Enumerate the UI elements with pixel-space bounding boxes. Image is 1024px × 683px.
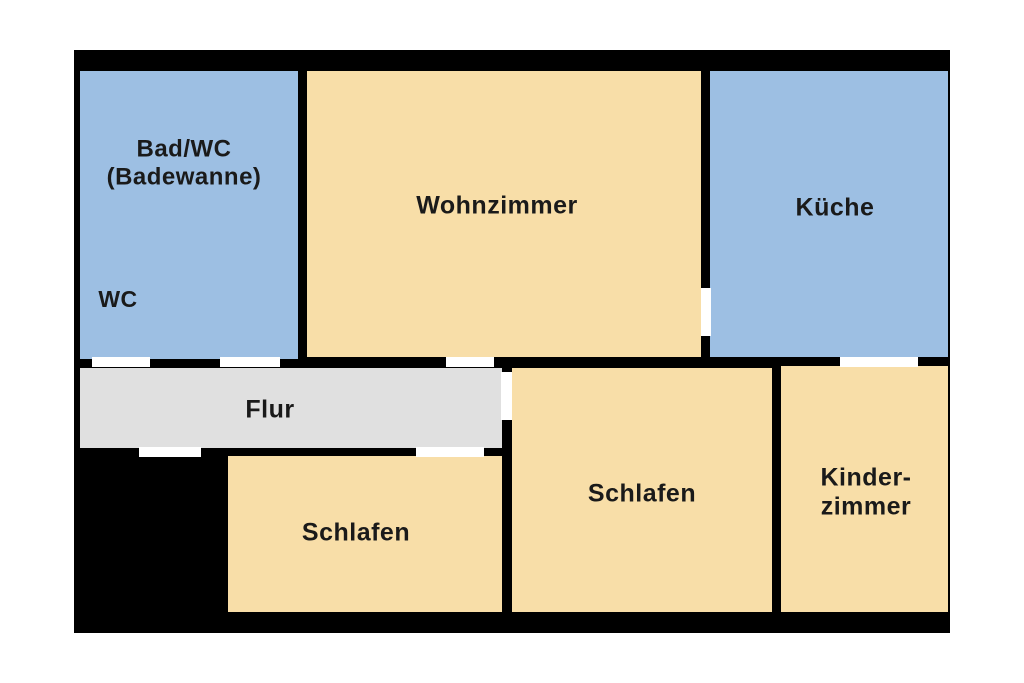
door-wohnzimmer-kueche [701, 288, 711, 336]
room-label-schlafen-center: Schlafen [587, 479, 697, 508]
room-flur [80, 368, 502, 448]
room-schlafen-center [512, 368, 772, 612]
door-kinderzimmer [840, 357, 918, 367]
room-label-bad-wc: Bad/WC (Badewanne) [106, 135, 262, 190]
door-schlafen-center [501, 372, 512, 420]
door-bad-wc [220, 357, 280, 367]
room-label-kueche: Küche [795, 193, 875, 222]
floor-plan: Bad/WC (Badewanne) WC Wohnzimmer Küche F… [74, 50, 950, 633]
room-label-schlafen-left: Schlafen [301, 518, 411, 547]
door-flur-left [92, 357, 150, 367]
room-schlafen-left [228, 456, 502, 612]
door-wohnzimmer [446, 357, 494, 367]
room-kinderzimmer [781, 366, 948, 612]
door-schlafen-left [416, 447, 484, 457]
room-label-kinderzimmer: Kinder- zimmer [820, 463, 912, 520]
room-wohnzimmer [307, 71, 701, 357]
room-wc [80, 242, 162, 359]
room-label-flur: Flur [245, 395, 295, 424]
door-flur-bottom [139, 447, 201, 457]
room-label-wohnzimmer: Wohnzimmer [416, 191, 578, 220]
room-label-wc: WC [98, 285, 138, 312]
room-kueche [710, 71, 948, 357]
